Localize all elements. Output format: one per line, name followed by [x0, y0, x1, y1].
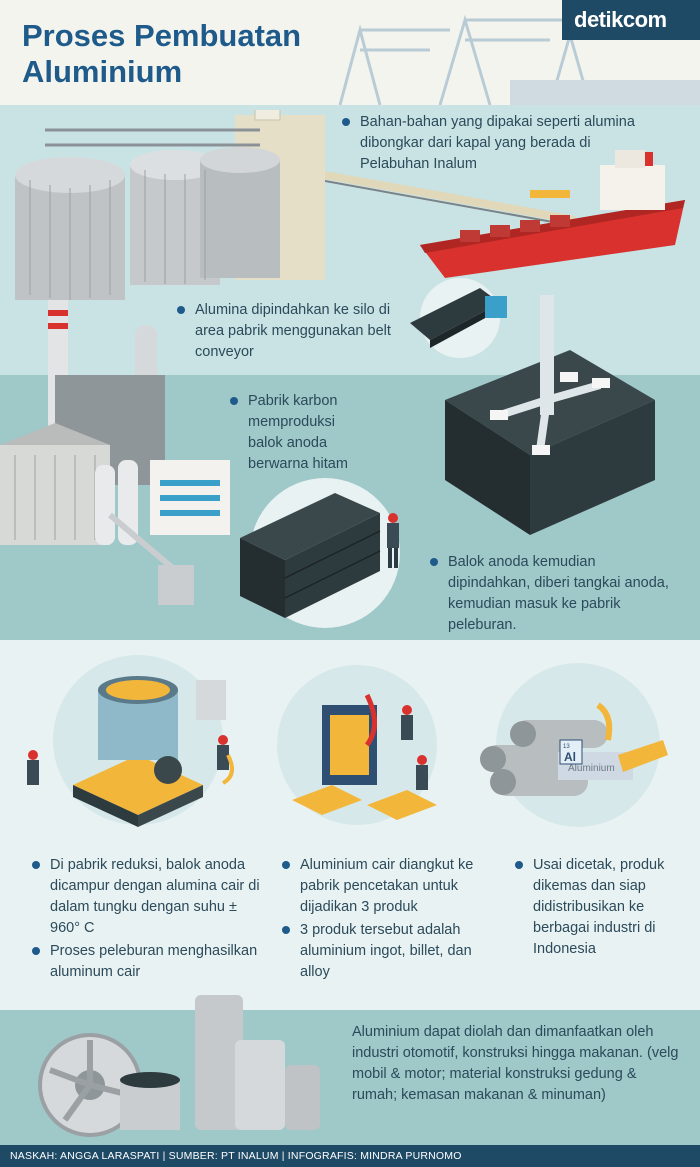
belt-conveyor-illustration: [410, 278, 507, 358]
anode-stack-illustration: [240, 478, 400, 628]
note-usage: Aluminium dapat diolah dan dimanfaatkan …: [352, 1022, 682, 1106]
note-unloading-text: Bahan-bahan yang dipakai seperti alumina…: [340, 112, 640, 175]
reduction-furnace-illustration: [27, 655, 234, 827]
credits-footer: NASKAH: ANGGA LARASPATI | SUMBER: PT INA…: [10, 1150, 462, 1162]
reduction-notes: Di pabrik reduksi, balok anoda dicampur …: [30, 855, 265, 985]
silos-illustration: [15, 110, 325, 300]
bar-stamp-text: Aluminium: [568, 763, 615, 774]
page-title: Proses Pembuatan Aluminium: [22, 18, 301, 90]
casting-plant-illustration: [277, 665, 437, 825]
cargo-ship-illustration: [420, 150, 685, 278]
casting-notes: Aluminium cair diangkut ke pabrik pencet…: [280, 855, 495, 985]
note-usage-text: Aluminium dapat diolah dan dimanfaatkan …: [352, 1024, 679, 1103]
note-anode-transfer-text: Balok anoda kemudian dipindahkan, diberi…: [428, 552, 678, 636]
note-carbon-plant: Pabrik karbon memproduksi balok anoda be…: [228, 391, 368, 475]
note-conveyor: Alumina dipindahkan ke silo di area pabr…: [175, 300, 405, 363]
carbon-plant-illustration: [0, 300, 230, 605]
brand-logo: detikcom: [574, 7, 667, 32]
footer-band: [0, 1145, 700, 1167]
atomic-number-text: 13: [563, 744, 570, 750]
anode-rod-block-illustration: [445, 295, 655, 535]
aluminium-products-illustration: Aluminium 13 Al: [480, 663, 668, 827]
element-symbol-text: Al: [564, 750, 576, 764]
ship-conveyor-illustration: [325, 171, 576, 227]
title-line-1: Proses Pembuatan: [22, 18, 302, 53]
cans-and-wheel-illustration: [38, 995, 320, 1137]
note-anode-transfer: Balok anoda kemudian dipindahkan, diberi…: [428, 552, 678, 636]
distribution-notes: Usai dicetak, produk dikemas dan siap di…: [513, 855, 688, 962]
brand-badge: [562, 0, 700, 40]
distribution-note: Usai dicetak, produk dikemas dan siap di…: [513, 855, 688, 960]
note-conveyor-text: Alumina dipindahkan ke silo di area pabr…: [175, 300, 405, 363]
casting-note-2: 3 produk tersebut adalah aluminium ingot…: [280, 920, 495, 983]
note-unloading: Bahan-bahan yang dipakai seperti alumina…: [340, 112, 640, 175]
title-line-2: Aluminium: [22, 54, 183, 89]
casting-note-1: Aluminium cair diangkut ke pabrik pencet…: [280, 855, 495, 918]
reduction-note-2: Proses peleburan menghasilkan aluminum c…: [30, 941, 265, 983]
note-carbon-plant-text: Pabrik karbon memproduksi balok anoda be…: [228, 391, 368, 475]
reduction-note-1: Di pabrik reduksi, balok anoda dicampur …: [30, 855, 265, 939]
